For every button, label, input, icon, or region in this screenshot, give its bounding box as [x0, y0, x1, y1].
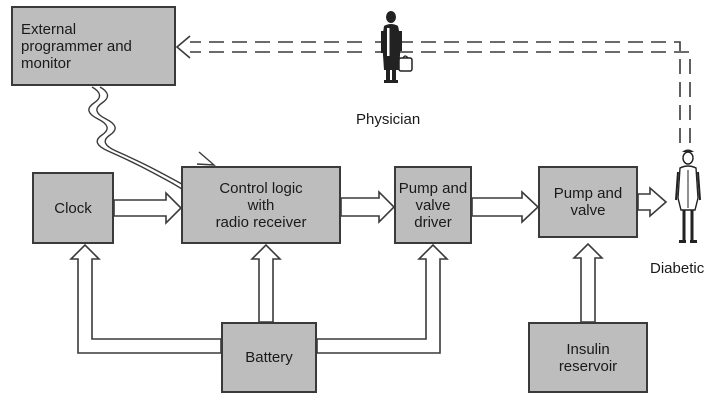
control-logic-block: Control logic with radio receiver — [181, 166, 341, 244]
insulin-reservoir-block: Insulin reservoir — [528, 322, 648, 393]
arrow-driver-to-pump — [471, 190, 540, 224]
diabetic-icon — [675, 149, 701, 243]
arrow-battery-to-clock — [69, 243, 222, 354]
arrow-clock-to-control — [113, 191, 183, 225]
external-programmer-block: External programmer and monitor — [11, 6, 176, 86]
physician-label: Physician — [356, 111, 421, 128]
arrow-battery-to-control — [250, 243, 282, 323]
radio-link — [88, 86, 217, 204]
arrow-battery-to-driver — [316, 243, 449, 354]
feedback-arrowhead — [175, 35, 191, 59]
physician-icon — [381, 11, 413, 83]
feedback-dashed-path — [190, 41, 691, 143]
battery-block: Battery — [221, 322, 317, 393]
arrow-insulin-to-pump — [572, 242, 604, 323]
pump-valve-block: Pump and valve — [538, 166, 638, 238]
clock-block: Clock — [32, 172, 114, 244]
arrow-pump-to-diabetic — [637, 186, 668, 218]
diabetic-label: Diabetic — [650, 260, 705, 277]
arrow-control-to-driver — [340, 190, 396, 224]
pump-valve-driver-block: Pump and valve driver — [394, 166, 472, 244]
